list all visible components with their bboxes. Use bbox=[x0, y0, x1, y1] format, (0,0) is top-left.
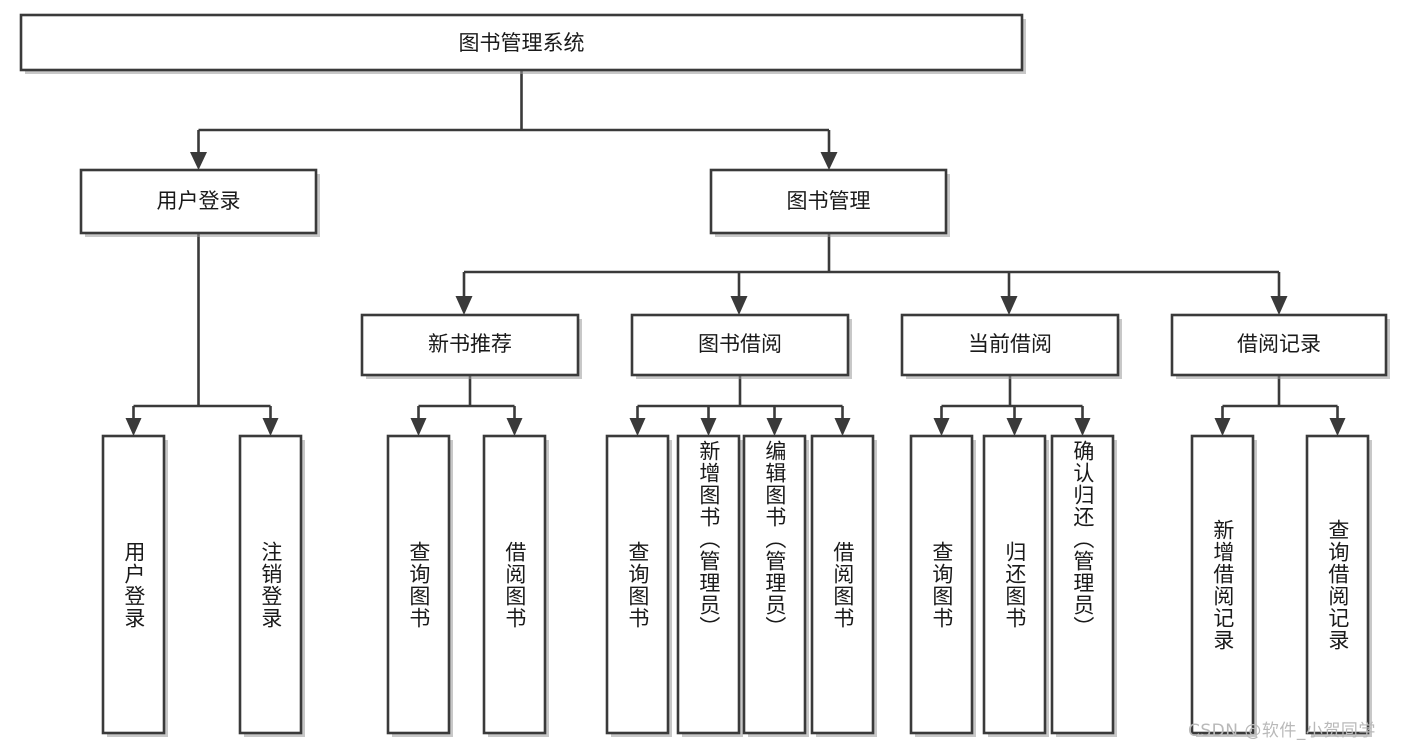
leaf-box-add-book[interactable] bbox=[676, 434, 741, 735]
node-current-borrow-label: 当前借阅 bbox=[968, 332, 1052, 356]
node-root[interactable]: 图书管理系统 bbox=[19, 13, 1026, 74]
node-book-manage[interactable]: 图书管理 bbox=[709, 168, 950, 237]
arrowhead-leaf-query-book-2 bbox=[629, 418, 646, 436]
csdn-watermark: CSDN @软件_小贺同学 bbox=[1188, 721, 1376, 741]
node-book-borrow[interactable]: 图书借阅 bbox=[630, 313, 852, 379]
leaf-box-confirm-return[interactable] bbox=[1050, 434, 1115, 735]
node-user-login-box bbox=[79, 168, 318, 235]
leaf-box-query-record[interactable] bbox=[1305, 434, 1370, 735]
node-borrow-record[interactable]: 借阅记录 bbox=[1170, 313, 1390, 379]
node-current-borrow[interactable]: 当前借阅 bbox=[900, 313, 1122, 379]
arrowhead-book-manage bbox=[820, 152, 838, 170]
connector-group-user-login-leaves bbox=[125, 233, 279, 436]
arrowhead-user-login bbox=[190, 152, 207, 170]
arrowhead-leaf-edit-book bbox=[766, 418, 783, 436]
arrowhead-leaf-return-book bbox=[1006, 418, 1023, 436]
connector-group-book-borrow-leaves bbox=[629, 375, 851, 436]
connector-group-book-manage bbox=[455, 233, 1288, 315]
arrowhead-leaf-user-login bbox=[125, 418, 142, 436]
node-new-book-rec-label: 新书推荐 bbox=[428, 332, 512, 356]
node-borrow-record-label: 借阅记录 bbox=[1237, 332, 1321, 356]
node-borrow-record-box bbox=[1170, 313, 1388, 377]
leaf-box-edit-book[interactable] bbox=[742, 434, 807, 735]
arrowhead-borrow-record bbox=[1270, 296, 1288, 315]
arrowhead-leaf-query-book-1 bbox=[410, 418, 427, 436]
connector-group-new-book-rec-leaves bbox=[410, 375, 523, 436]
leaf-box-user-login[interactable] bbox=[101, 434, 166, 735]
arrowhead-leaf-borrow-book-2 bbox=[834, 418, 851, 436]
arrowhead-leaf-add-record bbox=[1214, 418, 1231, 436]
node-current-borrow-box bbox=[900, 313, 1120, 377]
node-user-login-label: 用户登录 bbox=[157, 189, 241, 213]
node-book-borrow-label: 图书借阅 bbox=[698, 332, 782, 356]
node-book-borrow-box bbox=[630, 313, 850, 377]
node-new-book-rec-box bbox=[360, 313, 580, 377]
node-book-manage-box bbox=[709, 168, 948, 235]
leaf-box-query-book-1[interactable] bbox=[386, 434, 451, 735]
connector-group-root bbox=[190, 70, 838, 170]
arrowhead-leaf-confirm-return bbox=[1074, 418, 1091, 436]
leaf-box-user-logout[interactable] bbox=[238, 434, 303, 735]
leaf-box-query-book-2[interactable] bbox=[605, 434, 670, 735]
arrowhead-current-borrow bbox=[1000, 296, 1018, 315]
arrowhead-leaf-borrow-book-1 bbox=[506, 418, 523, 436]
leaf-box-add-record[interactable] bbox=[1190, 434, 1255, 735]
arrowhead-leaf-user-logout bbox=[262, 418, 279, 436]
node-user-login[interactable]: 用户登录 bbox=[79, 168, 320, 237]
connector-group-borrow-record-leaves bbox=[1214, 375, 1346, 436]
leaf-box-query-book-3[interactable] bbox=[909, 434, 974, 735]
arrowhead-leaf-query-book-3 bbox=[933, 418, 950, 436]
arrowhead-new-book-rec bbox=[455, 296, 473, 315]
node-root-label: 图书管理系统 bbox=[459, 31, 585, 55]
arrowhead-leaf-query-record bbox=[1329, 418, 1346, 436]
connector-group-current-borrow-leaves bbox=[933, 375, 1091, 436]
arrowhead-book-borrow bbox=[730, 296, 748, 315]
node-new-book-rec[interactable]: 新书推荐 bbox=[360, 313, 582, 379]
arrowhead-leaf-add-book bbox=[700, 418, 717, 436]
leaf-box-group bbox=[101, 434, 1372, 737]
node-root-box bbox=[19, 13, 1024, 72]
leaf-box-return-book[interactable] bbox=[982, 434, 1047, 735]
leaf-box-borrow-book-1[interactable] bbox=[482, 434, 547, 735]
node-book-manage-label: 图书管理 bbox=[787, 189, 871, 213]
leaf-box-borrow-book-2[interactable] bbox=[810, 434, 875, 735]
